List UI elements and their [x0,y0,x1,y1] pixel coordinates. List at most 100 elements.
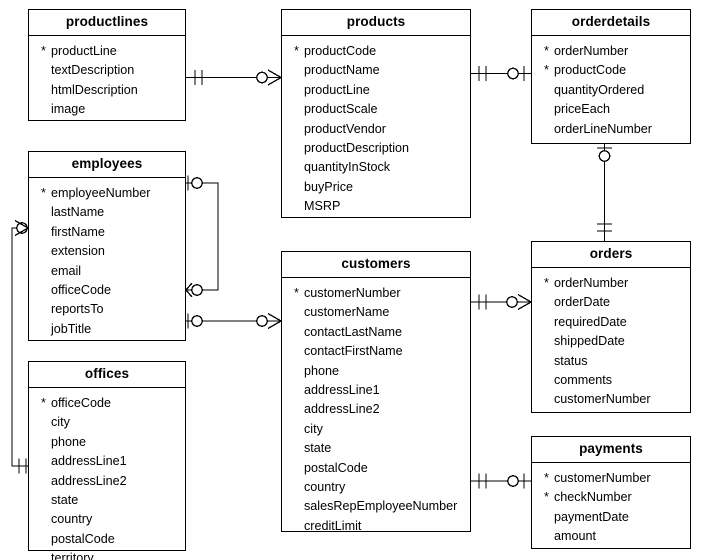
attribute-row: *productCode [536,61,686,80]
pk-marker: * [41,396,46,410]
attribute-row: orderLineNumber [554,121,653,136]
entity-title-customers: customers [282,252,470,278]
entity-employees[interactable]: employees *employeeNumber lastName first… [28,151,186,341]
attribute-row: productDescription [304,141,409,156]
attribute-row: *customerNumber [286,284,466,303]
pk-marker: * [41,186,46,200]
entity-productlines[interactable]: productlines *productLine textDescriptio… [28,9,186,121]
attribute-row: buyPrice [304,179,353,194]
attribute-list-products: *productCode productName productLine pro… [282,36,470,225]
entity-title-payments: payments [532,437,690,463]
attribute-row: city [304,421,323,436]
entity-title-offices: offices [29,362,185,388]
pk-marker: * [544,276,549,290]
attribute-row: htmlDescription [51,82,138,97]
attribute-row: paymentDate [554,509,629,524]
attribute-list-orderdetails: *orderNumber *productCode quantityOrdere… [532,36,690,147]
entity-title-orderdetails: orderdetails [532,10,690,36]
attribute-row: jobTitle [51,321,92,336]
attribute-row: customerNumber [554,392,651,407]
attribute-list-customers: *customerNumber customerName contactLast… [282,278,470,544]
attribute-row: extension [51,244,105,259]
attribute-row: contactFirstName [304,344,403,359]
attribute-row: addressLine2 [304,402,380,417]
attribute-row: *productLine [33,42,181,61]
entity-products[interactable]: products *productCode productName produc… [281,9,471,218]
attribute-row: salesRepEmployeeNumber [304,499,458,514]
attribute-row: productVendor [304,121,386,136]
relationship-employees-customers [186,312,282,330]
attribute-row: *orderNumber [536,42,686,61]
attribute-row: *officeCode [33,394,181,413]
attribute-row: orderDate [554,295,611,310]
relationship-products-orderdetails [471,66,531,81]
pk-marker: * [544,490,549,505]
attribute-list-offices: *officeCode city phone addressLine1 addr… [29,388,185,560]
attribute-list-employees: *employeeNumber lastName firstName exten… [29,178,185,347]
relationship-orderdetails-orders [597,144,612,241]
attribute-row: addressLine1 [304,383,380,398]
entity-title-products: products [282,10,470,36]
relationship-offices-employees [11,219,29,474]
attribute-row: productName [304,63,380,78]
attribute-row: priceEach [554,102,611,117]
attribute-list-payments: *customerNumber *checkNumber paymentDate… [532,463,690,555]
entity-title-productlines: productlines [29,10,185,36]
attribute-row: territory [51,551,94,560]
relationship-customers-payments [471,473,531,489]
attribute-row: requiredDate [554,314,627,329]
attribute-row: *checkNumber [536,488,686,507]
attribute-list-orders: *orderNumber orderDate requiredDate ship… [532,268,690,418]
entity-payments[interactable]: payments *customerNumber *checkNumber pa… [531,436,691,549]
attribute-row: shippedDate [554,334,625,349]
attribute-row: status [554,353,588,368]
attribute-row: MSRP [304,199,341,214]
relationship-employees-employees [185,175,219,298]
attribute-row: quantityInStock [304,160,391,175]
pk-marker: * [544,44,549,58]
attribute-row: *orderNumber [536,274,686,293]
attribute-row: firstName [51,224,105,239]
entity-orderdetails[interactable]: orderdetails *orderNumber *productCode q… [531,9,691,144]
attribute-row: comments [554,373,613,388]
pk-marker: * [294,44,299,58]
attribute-row: *customerNumber [536,469,686,488]
pk-marker: * [294,286,299,300]
attribute-row: addressLine1 [51,454,127,469]
attribute-row: customerName [304,305,390,320]
attribute-row: city [51,415,70,430]
attribute-row: quantityOrdered [554,82,645,97]
attribute-row: *productCode [286,42,466,61]
attribute-row: image [51,102,86,117]
pk-marker: * [544,63,549,78]
attribute-row: state [304,441,332,456]
attribute-row: amount [554,529,597,544]
relationship-customers-orders [471,293,532,311]
attribute-row: textDescription [51,63,135,78]
attribute-row: officeCode [51,283,111,298]
attribute-row: *employeeNumber [33,184,181,203]
attribute-row: phone [304,363,340,378]
attribute-row: productScale [304,102,378,117]
attribute-row: postalCode [51,531,115,546]
attribute-row: email [51,263,82,278]
attribute-row: contactLastName [304,324,403,339]
attribute-row: state [51,493,79,508]
entity-title-employees: employees [29,152,185,178]
entity-title-orders: orders [532,242,690,268]
attribute-row: lastName [51,205,105,220]
attribute-row: creditLimit [304,518,362,533]
attribute-row: country [304,480,346,495]
pk-marker: * [544,471,549,485]
entity-customers[interactable]: customers *customerNumber customerName c… [281,251,471,533]
attribute-row: addressLine2 [51,473,127,488]
attribute-row: postalCode [304,460,368,475]
entity-orders[interactable]: orders *orderNumber orderDate requiredDa… [531,241,691,413]
entity-offices[interactable]: offices *officeCode city phone addressLi… [28,361,186,560]
pk-marker: * [41,44,46,58]
attribute-row: country [51,512,93,527]
attribute-row: phone [51,434,87,449]
relationship-productlines-products [186,69,282,86]
attribute-list-productlines: *productLine textDescription htmlDescrip… [29,36,185,128]
